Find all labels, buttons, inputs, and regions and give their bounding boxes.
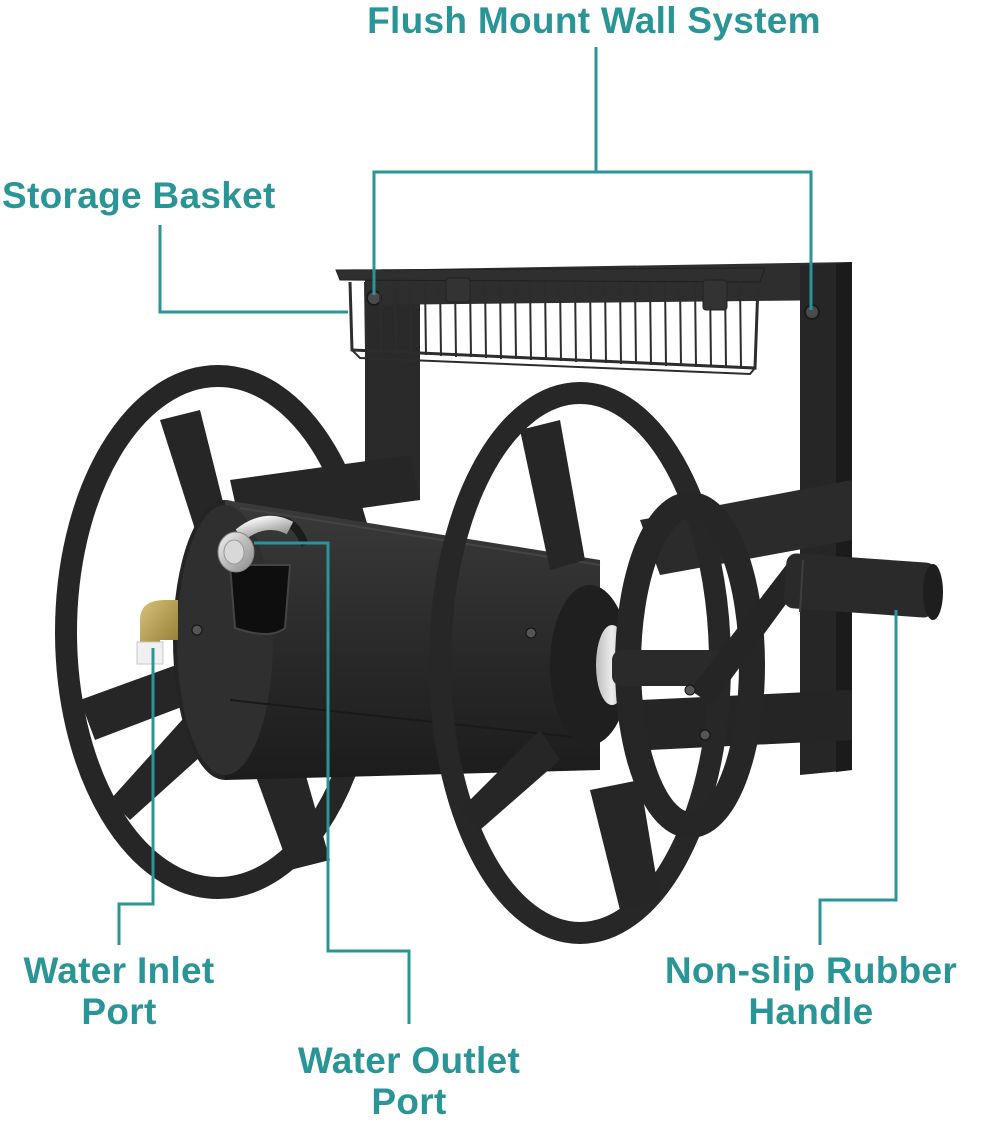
rubber-handle bbox=[783, 553, 943, 620]
callout-storage-basket: Storage Basket bbox=[2, 175, 276, 216]
callout-text-line-1: Water Outlet bbox=[297, 1040, 521, 1081]
callout-water-inlet-port: Water Inlet Port bbox=[6, 950, 232, 1032]
callout-text-line-1: Water Inlet bbox=[23, 950, 215, 991]
right-reel-wheel bbox=[429, 382, 731, 944]
reel-drum bbox=[173, 500, 601, 780]
storage-basket-leader bbox=[158, 225, 348, 314]
crank-assembly bbox=[612, 492, 808, 838]
callout-text: Storage Basket bbox=[2, 175, 276, 216]
callout-non-slip-rubber-handle: Non-slip Rubber Handle bbox=[640, 950, 982, 1032]
callout-leader-lines bbox=[117, 47, 898, 1024]
callout-text-line-2: Port bbox=[371, 1081, 447, 1122]
callout-text: Flush Mount Wall System bbox=[367, 0, 821, 41]
flush-mount-bracket bbox=[372, 170, 813, 310]
callout-text-line-2: Port bbox=[81, 991, 157, 1032]
handle-leader bbox=[818, 610, 898, 945]
callout-water-outlet-port: Water Outlet Port bbox=[276, 1040, 542, 1122]
storage-basket bbox=[335, 267, 766, 376]
water-outlet-fitting bbox=[217, 515, 309, 573]
water-inlet-fitting bbox=[136, 600, 178, 665]
callout-text-line-2: Handle bbox=[748, 991, 874, 1032]
callout-text-line-1: Non-slip Rubber bbox=[664, 950, 958, 991]
water-inlet-leader bbox=[117, 648, 155, 945]
water-outlet-leader bbox=[254, 541, 411, 1024]
callout-flush-mount-wall-system: Flush Mount Wall System bbox=[330, 0, 858, 41]
